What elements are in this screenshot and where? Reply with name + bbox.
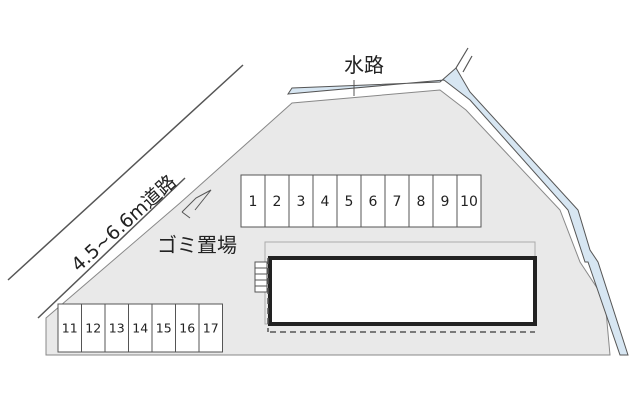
parking-lower-space-label-12: 12: [85, 320, 101, 335]
garbage-label: ゴミ置場: [157, 233, 237, 257]
parking-lower-space-label-16: 16: [179, 320, 195, 335]
stairs: [254, 261, 268, 293]
parking-upper-space-10: [456, 174, 482, 228]
road-edge-lower: [37, 177, 186, 319]
parking-upper-space-3: [288, 174, 314, 228]
parking-upper-space-5: [336, 174, 362, 228]
parking-upper-space-label-10: 10: [460, 194, 478, 210]
parking-upper-space-label-8: 8: [417, 194, 426, 210]
parking-upper-space-label-7: 7: [393, 194, 402, 210]
waterway-branch: [455, 47, 469, 69]
parking-lower-space-label-14: 14: [132, 320, 148, 335]
parking-lower-space-label-13: 13: [109, 320, 125, 335]
parking-upper-space-label-2: 2: [273, 194, 282, 210]
parking-lower-space-label-17: 17: [203, 320, 219, 335]
waterway-branch-2: [462, 55, 473, 73]
parking-lower-space-label-11: 11: [62, 320, 78, 335]
parking-upper-space-label-6: 6: [369, 194, 378, 210]
waterway: [287, 67, 629, 356]
parking-upper-space-2: [264, 174, 290, 228]
waterway-label: 水路: [344, 53, 384, 77]
parking-upper-space-8: [408, 174, 434, 228]
parking-upper-space-1: [240, 174, 266, 228]
garbage-area: [181, 189, 212, 219]
parking-lower-group: 11 12 13 14 15 16 17: [57, 303, 223, 353]
parking-upper-space-label-4: 4: [321, 194, 330, 210]
parking-upper-space-label-3: 3: [297, 194, 306, 210]
road-edge-upper: [7, 64, 244, 281]
building: [268, 256, 537, 326]
parking-upper-space-label-9: 9: [441, 194, 450, 210]
parking-upper-space-label-5: 5: [345, 194, 354, 210]
parking-upper-space-4: [312, 174, 338, 228]
parking-upper-space-label-1: 1: [249, 194, 258, 210]
parking-lower-space-17: [198, 303, 223, 353]
parking-lower-space-label-15: 15: [156, 320, 172, 335]
